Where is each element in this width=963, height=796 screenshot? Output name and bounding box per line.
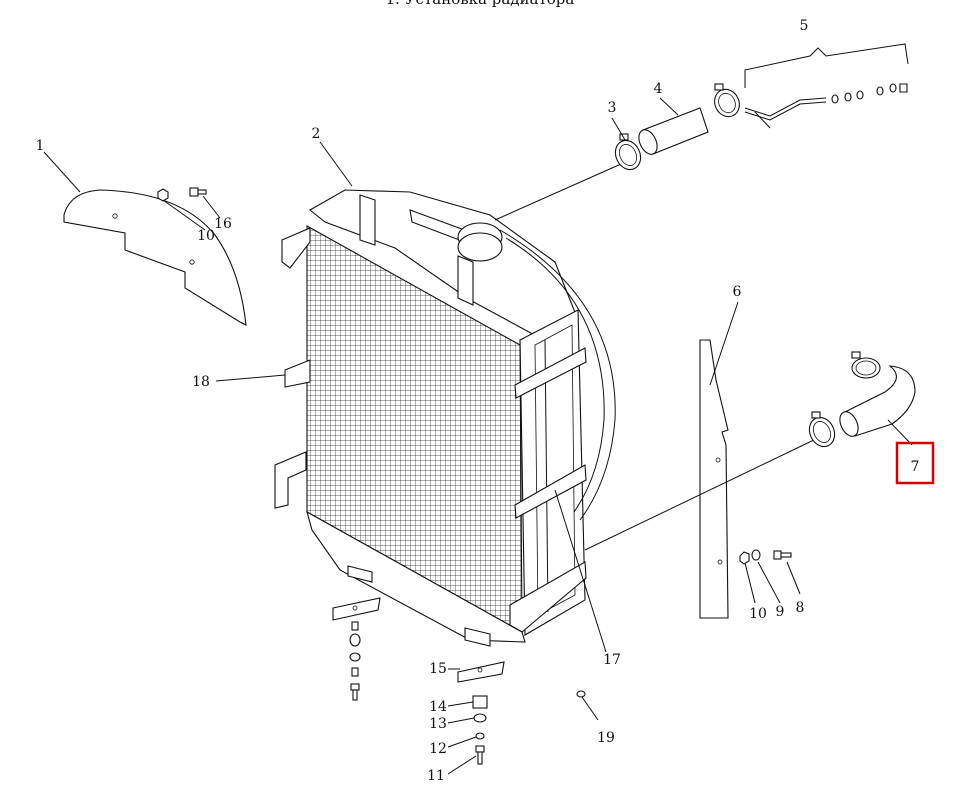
part-12-washer	[475, 732, 485, 740]
callout-16: 16	[214, 216, 232, 232]
part-2-radiator	[274, 189, 616, 647]
part-8-bolt	[773, 550, 792, 560]
leader-lines	[43, 97, 913, 775]
callout-5: 5	[800, 18, 809, 34]
part-15-mount-plate	[457, 661, 505, 683]
callout-18: 18	[192, 374, 210, 390]
part-9-washer	[751, 549, 761, 561]
callout-15: 15	[429, 661, 447, 677]
callout-13: 13	[429, 716, 447, 732]
callout-labels: 1 2 3 4 5 6 7 8 9 10 10 16 18 17 19 15 1…	[36, 18, 920, 784]
part-14-spacer	[472, 695, 488, 709]
callout-4: 4	[654, 81, 663, 97]
callout-2: 2	[312, 126, 321, 142]
part-10-nut-top	[157, 188, 169, 202]
highlight-box-callout-7	[895, 441, 935, 485]
callout-19: 19	[597, 730, 615, 746]
part-6-side-plate	[699, 339, 729, 619]
callout-7: 7	[911, 459, 920, 475]
part-1-side-shield	[63, 189, 247, 326]
callout-8: 8	[796, 600, 805, 616]
leader-lower-hose	[584, 437, 819, 551]
diagram-title: 1. Установка радиатора	[386, 0, 575, 8]
part-4b-clamp	[714, 83, 740, 118]
callout-1: 1	[36, 138, 45, 154]
part-5-rod-assembly	[744, 43, 909, 129]
part-19-clip	[576, 690, 586, 698]
part-4-upper-hose	[638, 107, 709, 155]
callout-10-top: 10	[197, 228, 215, 244]
callout-11: 11	[427, 768, 445, 784]
callout-6: 6	[733, 284, 742, 300]
part-13-washer	[473, 713, 487, 723]
part-3-clamp	[614, 133, 642, 171]
leader-upper-hose	[494, 159, 631, 221]
part-10-nut	[739, 551, 750, 565]
left-fastener-stack	[349, 621, 361, 701]
callout-14: 14	[429, 699, 447, 715]
part-11-bolt	[475, 745, 485, 765]
callout-3: 3	[608, 100, 617, 116]
part-15-mount-plate-left	[332, 597, 381, 621]
part-7-upper-clamp	[851, 351, 881, 379]
callout-17: 17	[603, 652, 621, 668]
callout-9: 9	[776, 604, 785, 620]
callout-12: 12	[429, 741, 447, 757]
part-16-bolt	[189, 187, 207, 197]
callout-10: 10	[749, 606, 767, 622]
part-7-lower-hose-clamp	[808, 411, 836, 448]
part-7-lower-hose	[839, 365, 916, 437]
